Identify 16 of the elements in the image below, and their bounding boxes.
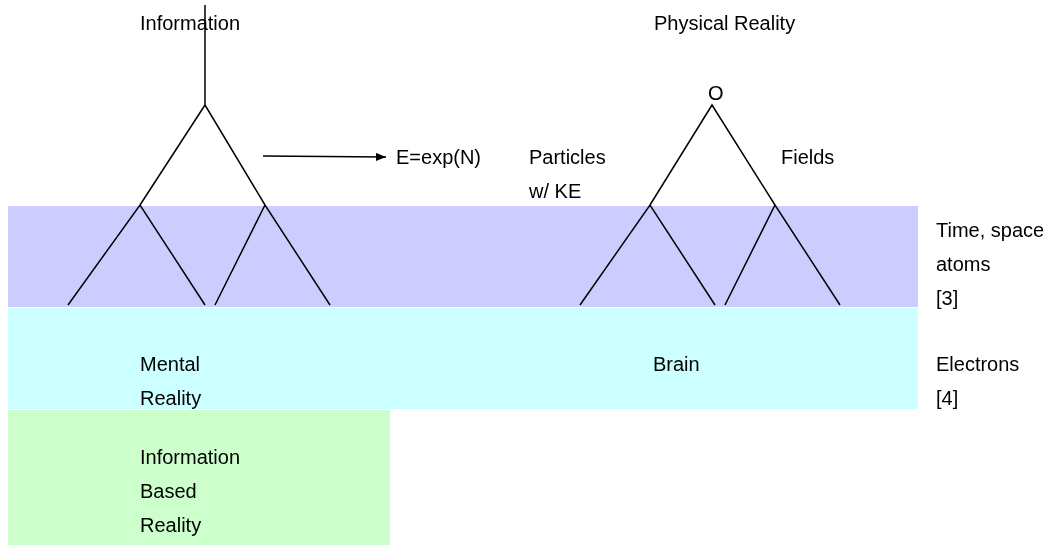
reference-number: [4] xyxy=(936,386,960,411)
text-label: Fields xyxy=(781,145,835,170)
box xyxy=(8,410,390,545)
band xyxy=(8,206,918,307)
text-label: Particles w/ KE xyxy=(529,145,607,204)
reference-number: [3] xyxy=(936,286,960,311)
heading: Physical Reality xyxy=(654,11,796,36)
band-label: Time, space atoms xyxy=(936,218,1046,277)
vertex-label: O xyxy=(708,81,724,106)
arrow xyxy=(262,152,387,161)
band-label: Brain xyxy=(653,352,701,377)
box-label: Information Based Reality xyxy=(140,445,242,538)
formula-text: E=exp(N) xyxy=(396,140,482,174)
band xyxy=(8,308,918,409)
band-label: Electrons xyxy=(936,352,1021,377)
band-label: Mental Reality xyxy=(140,352,203,411)
